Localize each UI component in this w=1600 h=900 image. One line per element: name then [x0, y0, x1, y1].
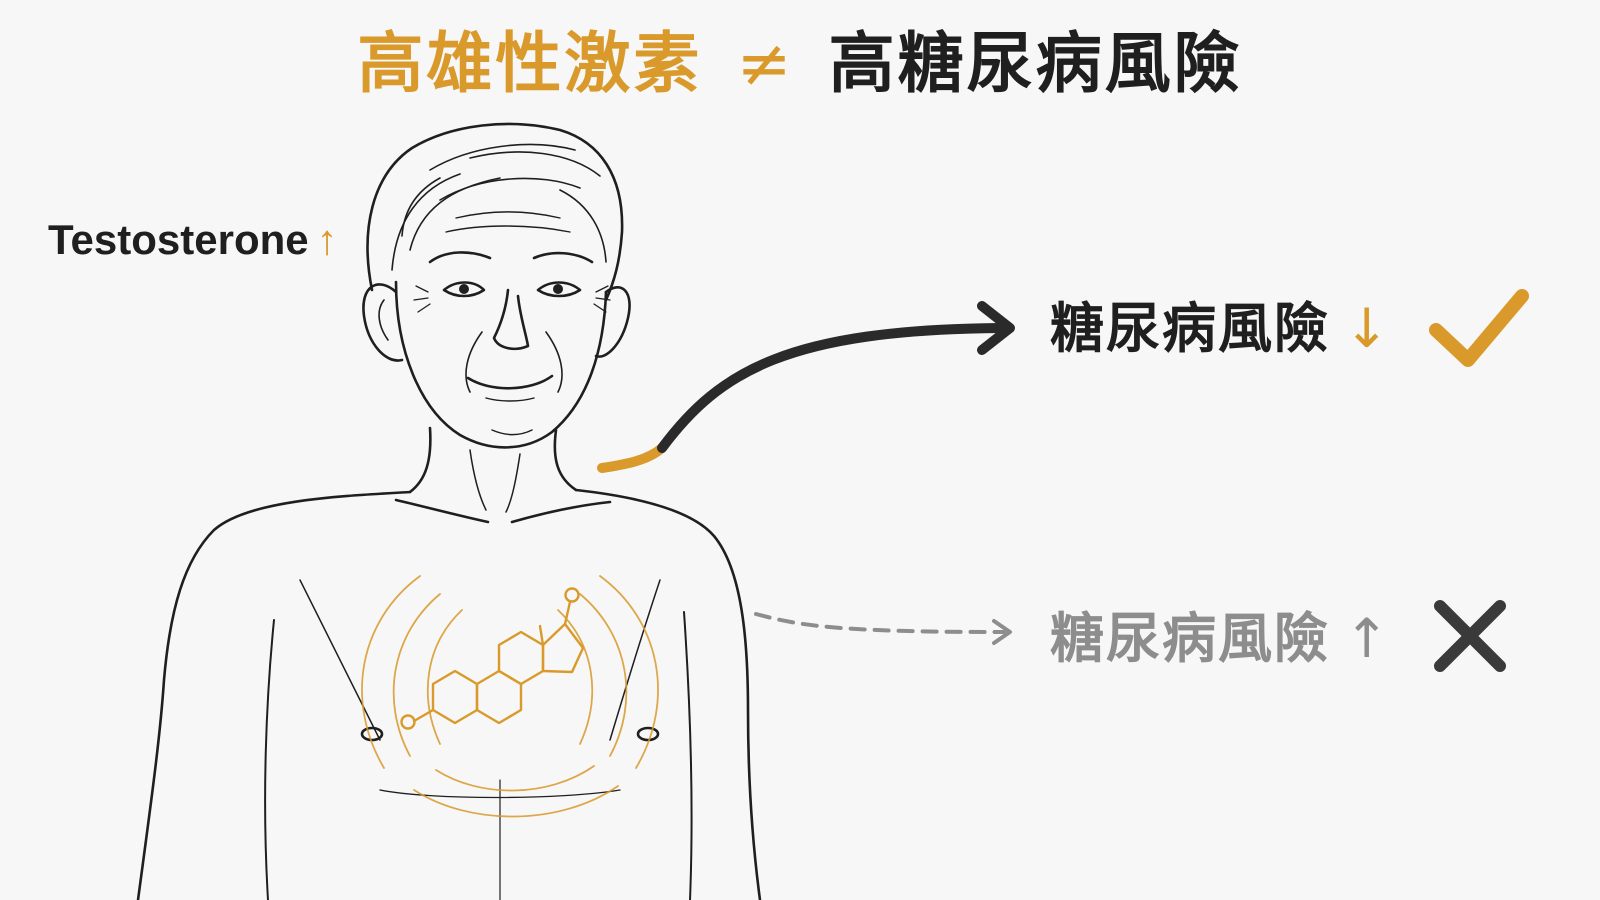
- title-high-diabetes-risk: 高糖尿病風險: [828, 25, 1243, 102]
- dashed-arrow: [754, 612, 1012, 645]
- solid-curved-arrow: [597, 301, 1015, 473]
- testosterone-label: Testosterone↑: [48, 214, 338, 266]
- title-high-androgen: 高雄性激素: [357, 25, 703, 102]
- right-collarbone: [510, 500, 612, 524]
- left-shoulder: [136, 490, 412, 900]
- arrow-up-icon: ↑: [1344, 607, 1392, 670]
- testosterone-text: Testosterone: [48, 216, 309, 263]
- hair-outline: [366, 122, 624, 302]
- outcome-text: 糖尿病風險: [1050, 607, 1330, 670]
- right-eyebrow: [532, 251, 594, 264]
- arrow-down-icon: ↓: [1344, 297, 1392, 360]
- title-not-equal: ≠: [736, 25, 795, 102]
- right-shoulder: [574, 488, 762, 900]
- cross-icon: [1434, 600, 1506, 672]
- nose: [492, 288, 530, 351]
- steroid-molecule-icon: [361, 575, 659, 818]
- outcome-diabetes-risk-up: 糖尿病風險↑: [1050, 606, 1391, 672]
- right-ear: [594, 286, 631, 358]
- elderly-man-icon: [136, 122, 762, 900]
- left-ear: [362, 283, 404, 362]
- outcome-text: 糖尿病風險: [1050, 297, 1330, 360]
- page-title: 高雄性激素 ≠ 高糖尿病風險: [0, 22, 1600, 106]
- left-eye: [442, 281, 486, 298]
- check-icon: [1429, 289, 1529, 367]
- arrow-up-icon: ↑: [316, 216, 338, 263]
- face-outline: [394, 280, 608, 449]
- left-collarbone: [394, 498, 490, 524]
- neck-right: [553, 428, 578, 492]
- right-eye: [536, 281, 582, 298]
- left-eyebrow: [428, 251, 492, 264]
- neck-left: [408, 426, 432, 494]
- arrowhead-right-icon: [992, 619, 1012, 645]
- mouth: [466, 374, 554, 390]
- outcome-diabetes-risk-down: 糖尿病風險↓: [1050, 296, 1391, 362]
- arrowhead-right-icon: [977, 301, 1015, 355]
